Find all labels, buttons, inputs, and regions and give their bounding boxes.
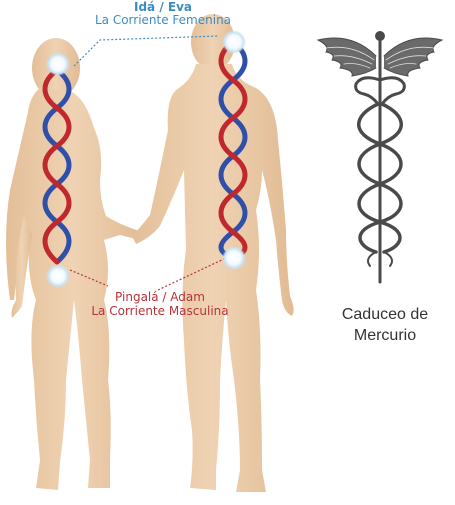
- pingala-title: Pingalá / Adam: [115, 290, 205, 304]
- chakra-node-icon: [46, 264, 70, 288]
- ida-connector-line: [73, 35, 219, 67]
- chakra-node-icon: [222, 30, 246, 54]
- woman-helix: [42, 67, 72, 265]
- chakra-nodes: [46, 30, 246, 288]
- caduceus-caption-line2: Mercurio: [353, 327, 417, 344]
- pingala-connector-line: [69, 257, 227, 291]
- man-red-strand: [218, 39, 248, 261]
- woman-blue-strand: [42, 67, 72, 265]
- connector-lines: [69, 35, 227, 291]
- chakra-node-icon: [222, 246, 246, 270]
- pingala-subtitle: La Corriente Masculina: [91, 304, 229, 318]
- woman-figure: [6, 38, 142, 490]
- caduceus-caption-line1: Caduceo de: [341, 306, 429, 323]
- man-figure: [132, 14, 294, 492]
- caduceus-caption: Caduceo de Mercurio: [322, 304, 448, 346]
- ida-subtitle: La Corriente Femenina: [94, 13, 232, 27]
- ida-title: Idá / Eva: [133, 0, 192, 14]
- man-helix: [218, 39, 248, 261]
- chakra-node-icon: [46, 52, 70, 76]
- woman-red-strand: [42, 67, 72, 265]
- caduceus-icon: [316, 31, 444, 284]
